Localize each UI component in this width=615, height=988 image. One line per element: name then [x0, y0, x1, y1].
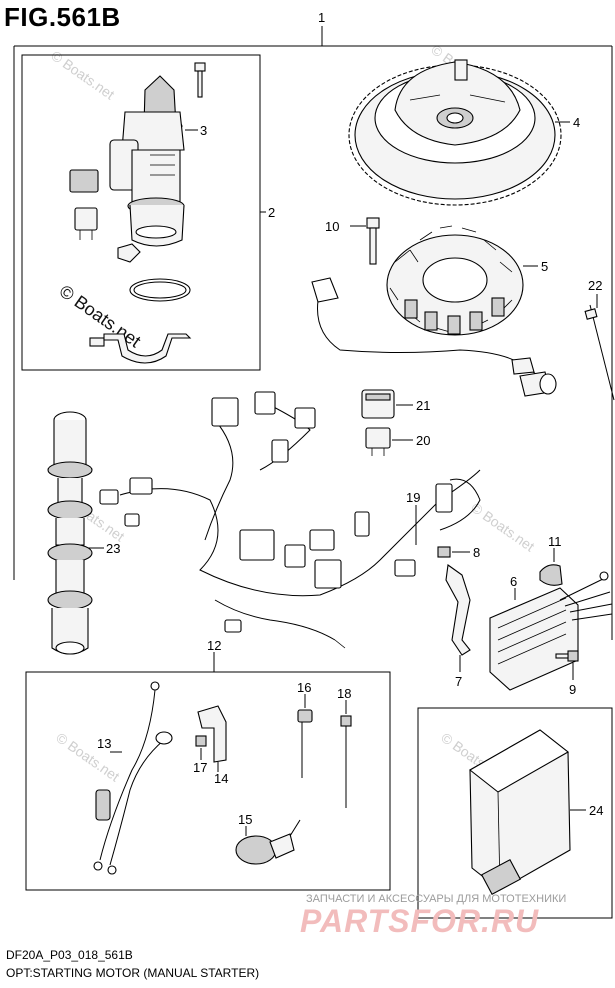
callout-2: 2	[268, 205, 275, 220]
flywheel-part	[348, 59, 562, 206]
rectifier-regulator-part	[489, 571, 613, 691]
figure-caption: OPT:STARTING MOTOR (MANUAL STARTER)	[6, 966, 260, 980]
callout-1: 1	[318, 10, 325, 25]
callout-3: 3	[200, 123, 207, 138]
callout-20: 20	[416, 433, 430, 448]
shop-watermark-logo: PARTSFOR.RU	[300, 903, 540, 939]
fuse-holder-part	[235, 819, 301, 865]
callout-10: 10	[325, 219, 339, 234]
clamp-part-11	[539, 564, 563, 586]
model-code: DF20A_P03_018_561B	[6, 948, 133, 962]
battery-cable-part	[93, 681, 173, 875]
boats-net-watermark: © Boats.net	[48, 47, 117, 102]
camshaft-part	[47, 411, 93, 655]
stator-leads	[311, 277, 557, 397]
callout-15: 15	[238, 812, 252, 827]
callout-5: 5	[541, 259, 548, 274]
callout-1-leader: 1	[13, 10, 613, 640]
motor-bracket-clamp	[89, 333, 192, 364]
wiring-harness-part	[99, 391, 481, 649]
bracket-part-7	[445, 564, 471, 656]
callout-21: 21	[416, 398, 430, 413]
callout-17: 17	[193, 760, 207, 775]
callout-23: 23	[106, 541, 120, 556]
bolt-part-17	[195, 735, 207, 747]
callout-24: 24	[589, 803, 603, 818]
stator-part	[386, 225, 524, 336]
bracket-part-14	[197, 705, 227, 763]
callout-19: 19	[406, 490, 420, 505]
callout-9: 9	[569, 682, 576, 697]
shop-watermark-text: ЗАПЧАСТИ И АКСЕССУАРЫ ДЛЯ МОТОТЕХНИКИ	[306, 893, 567, 905]
tie-part-22	[584, 304, 615, 401]
bolt-part-8	[437, 546, 451, 558]
callout-13: 13	[97, 736, 111, 751]
tie-part-18	[340, 715, 352, 808]
ecm-part	[469, 729, 571, 895]
starting-motor-part	[69, 62, 206, 263]
callout-14: 14	[214, 771, 228, 786]
callout-12: 12	[207, 638, 221, 653]
ecm-group-box	[417, 707, 613, 919]
figure-title: FIG.561B	[4, 2, 121, 32]
callout-8: 8	[473, 545, 480, 560]
callout-6: 6	[510, 574, 517, 589]
boats-net-watermark: © Boats.net	[53, 729, 122, 784]
clamp-part-16	[297, 709, 313, 778]
callout-4: 4	[573, 115, 580, 130]
relay-part-21	[361, 389, 395, 419]
callout-7: 7	[455, 674, 462, 689]
callout-11: 11	[548, 534, 562, 549]
callout-16: 16	[297, 680, 311, 695]
bolt-part-9	[555, 650, 579, 662]
callout-18: 18	[337, 686, 351, 701]
band-ring	[129, 278, 191, 302]
bolt-part-10	[366, 217, 380, 265]
callout-22: 22	[588, 278, 602, 293]
relay-part-20	[365, 427, 391, 456]
